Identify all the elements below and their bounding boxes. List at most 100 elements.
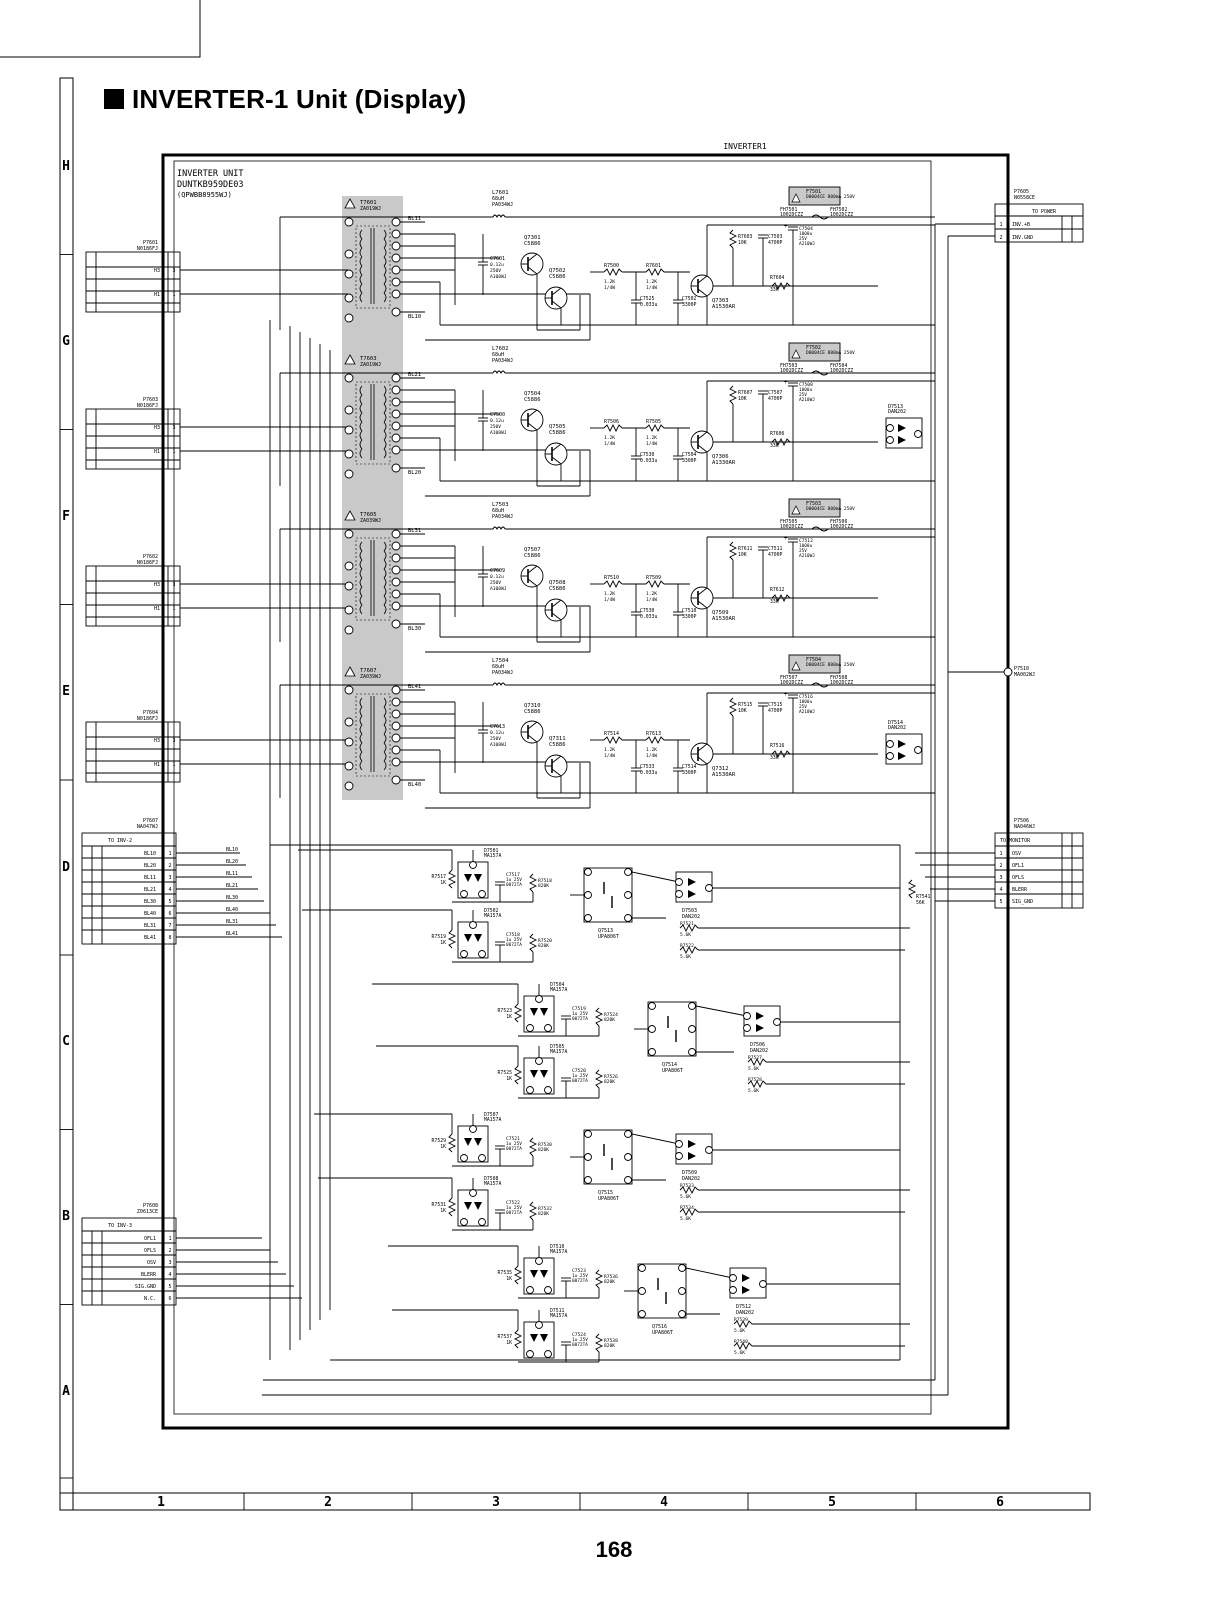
primary-coil-turn bbox=[359, 385, 363, 396]
detector-resistor-value: 1K bbox=[440, 1144, 446, 1150]
warning-icon bbox=[344, 510, 356, 521]
resonant-capacitor-voltage: 250V bbox=[490, 580, 501, 586]
resistor-ra-ref: R7514 bbox=[604, 731, 619, 737]
secondary-coil-turn bbox=[383, 577, 387, 588]
inv3-pin-number: 2 bbox=[168, 1248, 171, 1254]
power-pin-signal: INV.+B bbox=[1012, 222, 1030, 228]
detector-capacitor-ref: C7517 bbox=[506, 872, 520, 878]
inv3-connector-header: TO INV-3 bbox=[108, 1223, 132, 1229]
regulator-transistor bbox=[690, 430, 714, 454]
detector-capacitor-part: 0072TA bbox=[572, 1342, 588, 1348]
transformer-pin-right bbox=[391, 289, 401, 299]
detector-diode-part: MA157A bbox=[484, 1181, 501, 1187]
input-pin-number: 3 bbox=[172, 425, 175, 431]
monitor-pin-number: 5 bbox=[999, 899, 1002, 905]
warning-icon bbox=[344, 354, 356, 365]
electrolytic-value: 1000u bbox=[799, 387, 813, 393]
resistor-rd bbox=[771, 593, 791, 603]
detector-diode-arrow-icon bbox=[474, 874, 482, 882]
detector-pin bbox=[469, 1125, 477, 1133]
detector-diode-ref: D7505 bbox=[550, 1044, 565, 1050]
primary-coil-turn bbox=[359, 247, 363, 258]
comparator-resistor-b-ref: R7540 bbox=[734, 1339, 748, 1345]
detector-capacitor bbox=[495, 941, 505, 946]
resistor-rb-power: 1/4W bbox=[646, 441, 657, 447]
fuse-value: D0004CE 800mA 250V bbox=[806, 194, 855, 200]
detector-load-ref: R7518 bbox=[538, 878, 552, 884]
inv2-pin-number: 5 bbox=[168, 899, 171, 905]
comparator-resistor-b-value: 5.6K bbox=[680, 1216, 691, 1222]
switch-transistor-2 bbox=[544, 442, 568, 466]
resistor-ra-power: 1/4W bbox=[604, 597, 615, 603]
transformer-pin-right bbox=[391, 241, 401, 251]
resistor-rd-ref: R7606 bbox=[770, 431, 785, 437]
detector-resistor-ref: R7531 bbox=[432, 1202, 447, 1208]
inv3-pin-number: 3 bbox=[168, 1260, 171, 1266]
resonant-capacitor-ref: C7609 bbox=[490, 568, 505, 574]
resistor-rc-ref: R7611 bbox=[738, 546, 753, 552]
inv2-connector-ref: P7607 bbox=[143, 818, 158, 824]
fuse-value: D0004CE 800mA 250V bbox=[806, 662, 855, 668]
detector-diode-ref: D7508 bbox=[484, 1176, 499, 1182]
detector-load-value: 820K bbox=[604, 1017, 615, 1023]
resistor-rd bbox=[771, 437, 791, 447]
secondary-coil-turn bbox=[383, 751, 387, 762]
primary-coil-turn bbox=[359, 586, 363, 597]
detector-resistor bbox=[447, 929, 457, 949]
comparator-ic-ref: Q7516 bbox=[652, 1324, 667, 1330]
side-diode-part: DAN202 bbox=[888, 725, 906, 731]
secondary-coil-turn bbox=[383, 733, 387, 744]
comparator-diode-pin bbox=[759, 1280, 767, 1288]
resistor-rd bbox=[771, 281, 791, 291]
detector-resistor-ref: R7529 bbox=[432, 1138, 447, 1144]
transistor-collector bbox=[527, 253, 538, 262]
resonant-capacitor-value: 0.12u bbox=[490, 574, 504, 580]
comparator-resistor-a-ref: R7521 bbox=[680, 921, 694, 927]
resonant-capacitor-part: A108WJ bbox=[490, 742, 507, 748]
input-pin-number: 1 bbox=[172, 449, 175, 455]
inv2-pin-signal: BL21 bbox=[144, 887, 156, 893]
inv2-connector-part: NA047WJ bbox=[137, 824, 158, 830]
inv2-bus-label: BL10 bbox=[226, 847, 238, 853]
pullup-resistor-symbol bbox=[907, 879, 917, 899]
primary-coil-turn bbox=[359, 430, 363, 441]
fuse-label-box bbox=[788, 654, 841, 674]
detector-diode-arrow-icon bbox=[540, 1334, 548, 1342]
detector-pin bbox=[526, 1086, 534, 1094]
transformer-pin-right bbox=[391, 265, 401, 275]
inductor-part: PA034WJ bbox=[492, 202, 513, 208]
detector-resistor bbox=[447, 1133, 457, 1153]
capacitor-cb bbox=[673, 299, 683, 304]
warning-icon bbox=[344, 666, 356, 677]
comparator-diode-arrow-icon bbox=[688, 1152, 696, 1160]
transformer-pin-right bbox=[391, 589, 401, 599]
comparator-diode-arrow-icon bbox=[742, 1274, 750, 1282]
transformer-pin-right bbox=[391, 421, 401, 431]
fuse-label-box bbox=[788, 342, 841, 362]
transformer-pin-right bbox=[391, 565, 401, 575]
warning-icon bbox=[791, 661, 801, 671]
transformer-pin-right bbox=[391, 277, 401, 287]
power-connector-ref: P7605 bbox=[1014, 189, 1029, 195]
resistor-ra bbox=[603, 579, 623, 589]
detector-load-value: 820K bbox=[538, 1211, 549, 1217]
resistor-rb-power: 1/4W bbox=[646, 597, 657, 603]
transistor-collector bbox=[551, 599, 562, 608]
wire bbox=[631, 1133, 680, 1145]
transistor-2-ref: Q7502 bbox=[549, 268, 566, 274]
comparator-ic-part: UPA806T bbox=[652, 1330, 673, 1336]
detector-pin bbox=[526, 1286, 534, 1294]
transformer-pin-right bbox=[391, 619, 401, 629]
secondary-coil-turn bbox=[383, 586, 387, 597]
comparator-diode-pin bbox=[773, 1018, 781, 1026]
comparator-ic-ref: Q7515 bbox=[598, 1190, 613, 1196]
detector-resistor-value: 1K bbox=[506, 1076, 512, 1082]
input-connector-box bbox=[85, 251, 181, 313]
detector-load-ref: R7538 bbox=[604, 1338, 618, 1344]
inv2-pin-number: 1 bbox=[168, 851, 171, 857]
